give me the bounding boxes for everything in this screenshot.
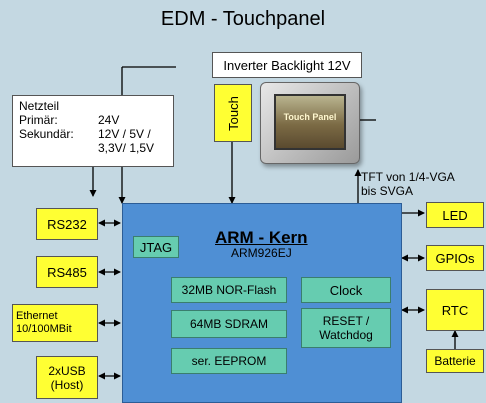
arm-core-title: ARM - Kern (215, 228, 308, 247)
tft-note-line1: TFT von 1/4-VGA (361, 170, 455, 184)
touch-panel-image: Touch Panel (260, 82, 360, 164)
reset-label: RESET / (322, 314, 370, 328)
sekundar-label: Sekundär: (19, 127, 74, 141)
rtc-box: RTC (426, 289, 484, 331)
rs485-label: RS485 (47, 264, 87, 280)
jtag-label: JTAG (139, 239, 173, 255)
touch-box: Touch (214, 84, 252, 142)
nor-flash-block: 32MB NOR-Flash (171, 277, 287, 303)
batterie-box: Batterie (426, 349, 484, 373)
ethernet-box: Ethernet 10/100MBit (12, 304, 98, 342)
tft-note: TFT von 1/4-VGA bis SVGA (361, 170, 455, 198)
gpios-label: GPIOs (435, 250, 475, 266)
clock-label: Clock (329, 282, 363, 298)
arm-core-block: ARM - Kern ARM926EJ JTAG 32MB NOR-Flash … (122, 203, 402, 403)
led-label: LED (442, 207, 468, 223)
primar-value: 24V (98, 113, 120, 127)
arm-core-subtitle: ARM926EJ (231, 246, 292, 260)
ethernet-speed-label: 10/100MBit (16, 323, 72, 335)
nor-flash-label: 32MB NOR-Flash (181, 283, 277, 297)
usb-box: 2xUSB (Host) (36, 356, 98, 399)
watchdog-label: Watchdog (319, 328, 373, 342)
netzteil-box: Netzteil Primär: 24V Sekundär: 12V / 5V … (12, 95, 174, 167)
netzteil-heading: Netzteil (19, 99, 60, 113)
jtag-block: JTAG (133, 236, 179, 258)
eeprom-label: ser. EEPROM (191, 354, 267, 368)
tft-note-line2: bis SVGA (361, 184, 414, 198)
touch-panel-screen-text: Touch Panel (283, 112, 337, 122)
rs232-box: RS232 (36, 208, 98, 240)
touch-label: Touch (225, 95, 241, 131)
ethernet-label: Ethernet (16, 310, 58, 322)
rs485-box: RS485 (36, 256, 98, 288)
inverter-backlight-label: Inverter Backlight 12V (223, 57, 351, 73)
sdram-block: 64MB SDRAM (171, 310, 287, 338)
sdram-label: 64MB SDRAM (189, 317, 269, 331)
inverter-backlight-box: Inverter Backlight 12V (212, 52, 362, 78)
rs232-label: RS232 (47, 216, 87, 232)
sekundar-value-1: 12V / 5V / (98, 127, 151, 141)
rtc-label: RTC (441, 302, 469, 318)
touch-panel-screen-art (276, 96, 344, 148)
sekundar-value-2: 3,3V/ 1,5V (98, 141, 155, 155)
gpios-box: GPIOs (426, 245, 484, 271)
touch-panel-screen: Touch Panel (274, 94, 346, 150)
batterie-label: Batterie (434, 354, 476, 368)
usb-host-label: (Host) (50, 377, 84, 392)
led-box: LED (426, 202, 484, 228)
clock-block: Clock (301, 277, 391, 303)
primar-label: Primär: (19, 113, 58, 127)
diagram-title: EDM - Touchpanel (160, 8, 326, 30)
reset-watchdog-block: RESET / Watchdog (301, 308, 391, 348)
eeprom-block: ser. EEPROM (171, 348, 287, 374)
usb-label: 2xUSB (48, 363, 86, 378)
